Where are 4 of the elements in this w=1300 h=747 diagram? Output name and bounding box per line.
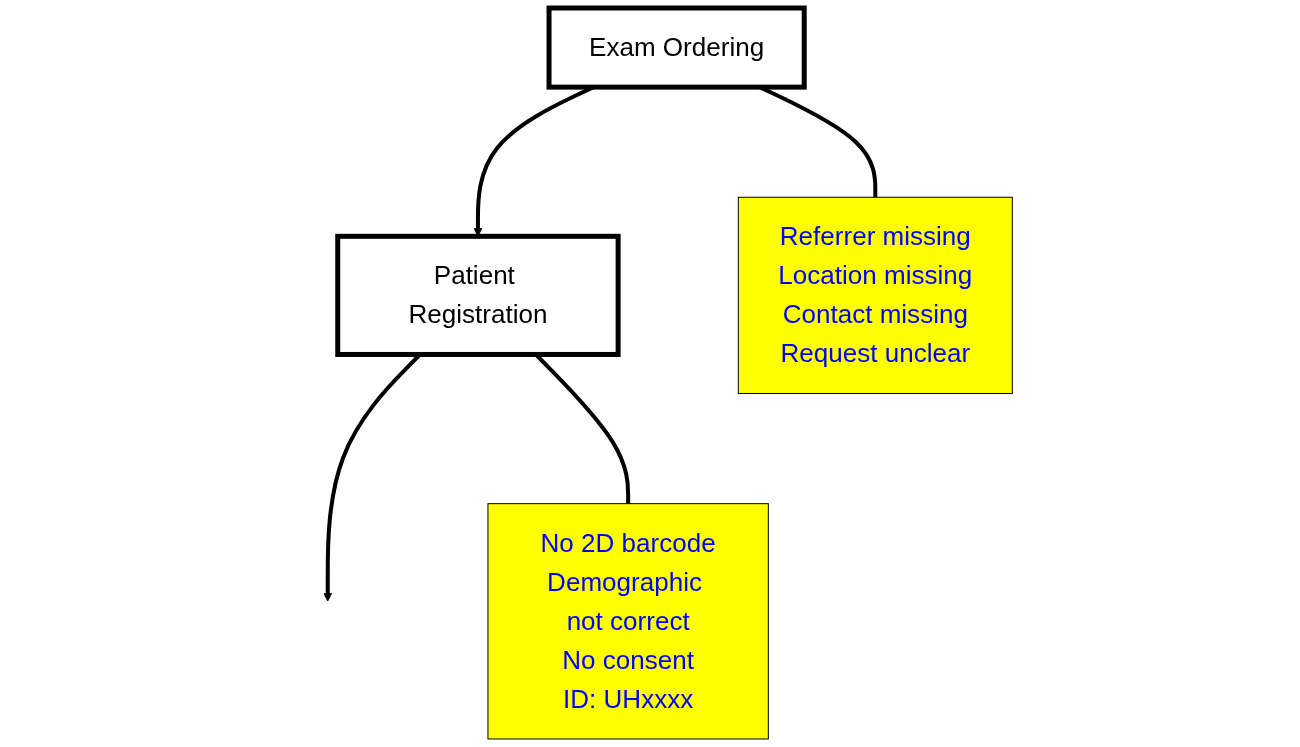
node-box: Patient Registration xyxy=(335,233,621,357)
node-box: Referrer missing Location missing Contact missing Request unclear xyxy=(737,196,1013,395)
node-box: Exam Ordering xyxy=(546,5,807,90)
node-box: No 2D barcode Demographic not correct No consent ID: UHxxxx xyxy=(487,503,769,740)
